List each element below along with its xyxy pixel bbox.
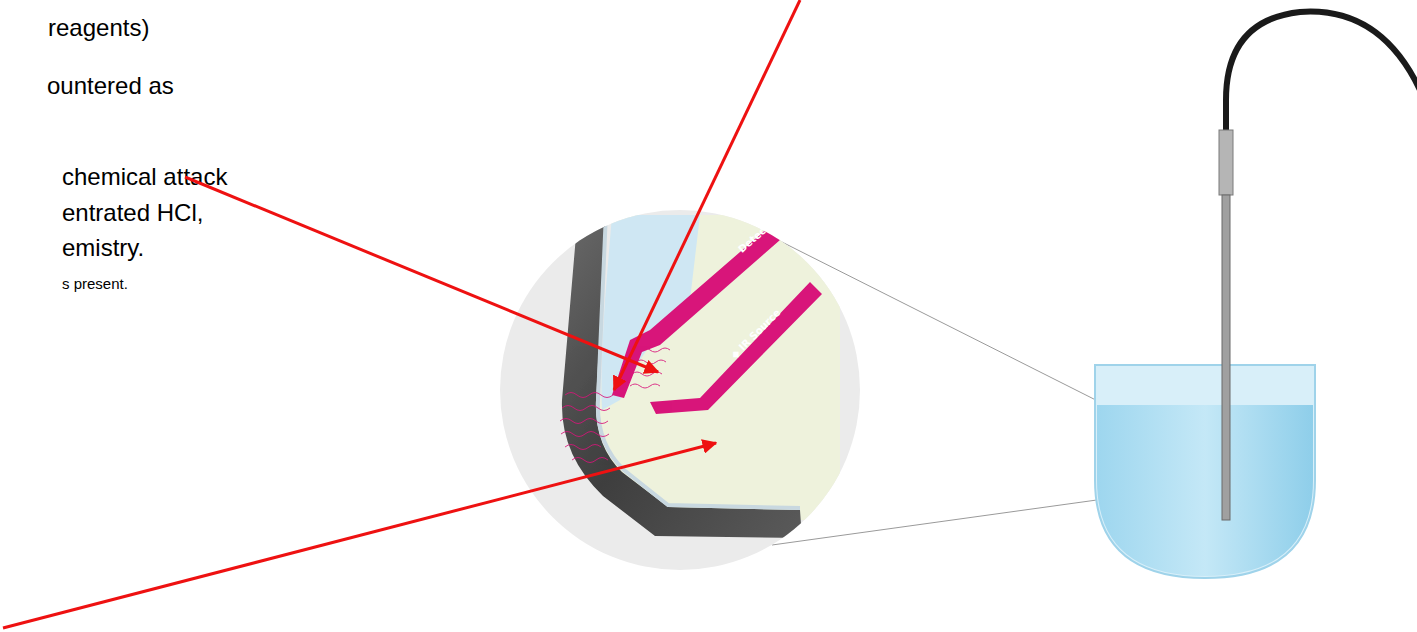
ir-waves <box>560 348 670 463</box>
band-label: ◆ IR Source <box>729 308 782 361</box>
slide-text: entrated HCl, <box>62 201 203 225</box>
slide-text: reagents) <box>48 16 149 40</box>
slide-text: chemical attack <box>62 165 227 189</box>
source-band <box>650 282 822 414</box>
magnified-view <box>500 210 860 570</box>
probe-handle <box>1219 130 1233 195</box>
probe-housing <box>562 212 802 538</box>
slide-text: emistry. <box>62 236 144 260</box>
probe-cable <box>1226 12 1417 140</box>
liquid <box>1097 405 1313 576</box>
band-label: Detector ◆ <box>737 208 789 255</box>
slide-text: ountered as <box>47 74 174 98</box>
slide-text: s present. <box>62 276 128 291</box>
probe-shaft <box>1222 195 1230 520</box>
callout-arrow <box>614 0 800 390</box>
beaker <box>1095 365 1315 578</box>
callout-arrow <box>185 177 658 372</box>
detector-band <box>612 200 812 398</box>
callout-arrow <box>3 443 716 628</box>
